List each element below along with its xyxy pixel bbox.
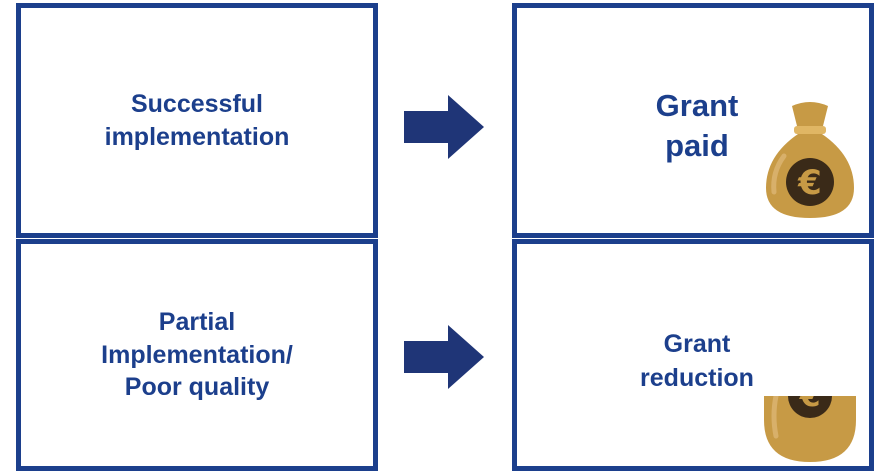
money-bag-euro-icon: €	[766, 102, 854, 218]
arrow-right-icon	[404, 95, 484, 159]
outcome-label: Grant reduction	[640, 330, 754, 392]
outcome-box-grant-paid: Grant paid €	[512, 3, 874, 238]
condition-box-successful: Successful implementation	[16, 3, 378, 238]
outcome-box-grant-reduction: Grant reduction €	[512, 239, 874, 471]
condition-box-partial: Partial Implementation/ Poor quality	[16, 239, 378, 471]
svg-text:€: €	[797, 163, 822, 203]
money-bag-euro-icon: €	[764, 396, 856, 462]
condition-label: Successful implementation	[104, 90, 290, 151]
svg-text:€: €	[799, 396, 821, 414]
arrow-right-icon	[404, 325, 484, 389]
outcome-label: Grant paid	[655, 88, 739, 164]
condition-label: Partial Implementation/ Poor quality	[101, 308, 293, 402]
